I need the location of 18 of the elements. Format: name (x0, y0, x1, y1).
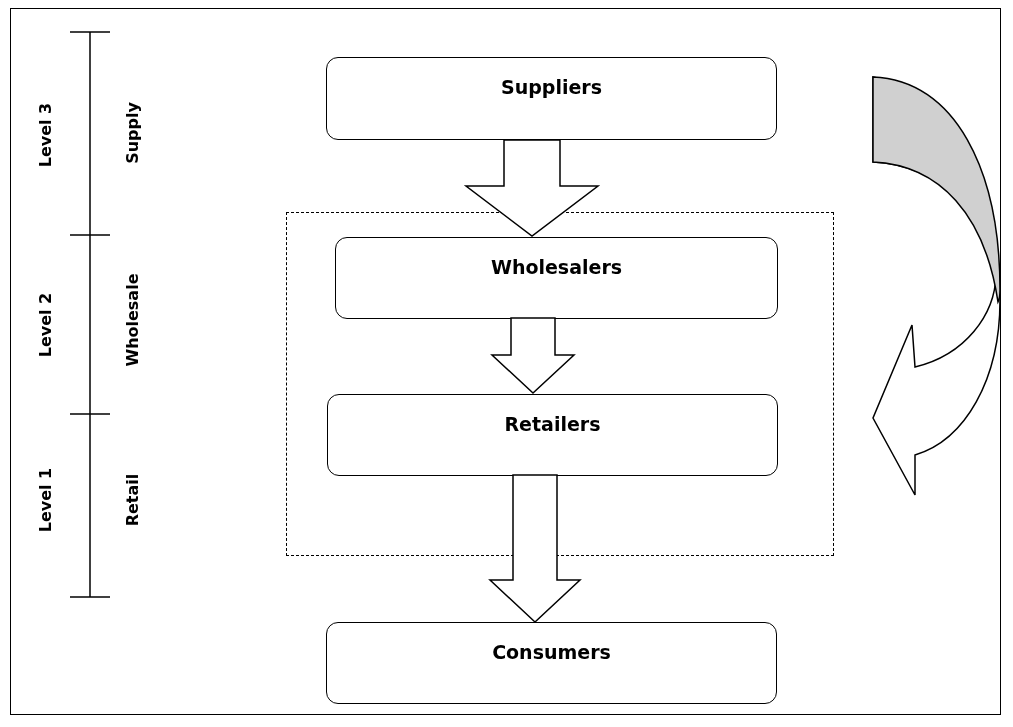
level-label: Level 2 (35, 292, 55, 358)
level-label: Wholesale (122, 273, 142, 367)
node-label: Retailers (504, 413, 601, 435)
level-label: Retail (122, 473, 142, 527)
node-label: Suppliers (501, 76, 602, 98)
process-box (326, 622, 777, 704)
node-label: Consumers (492, 641, 611, 663)
process-box (327, 394, 778, 476)
process-box (335, 237, 778, 319)
dashed-group-box (286, 212, 834, 556)
block-arrow (490, 317, 576, 395)
node-label: Wholesalers (490, 256, 623, 278)
level-label: Level 3 (35, 102, 55, 168)
block-arrow (488, 474, 582, 624)
process-box (326, 57, 777, 140)
level-label: Level 1 (35, 467, 55, 533)
level-label: Supply (122, 102, 142, 164)
block-arrow (463, 139, 601, 237)
